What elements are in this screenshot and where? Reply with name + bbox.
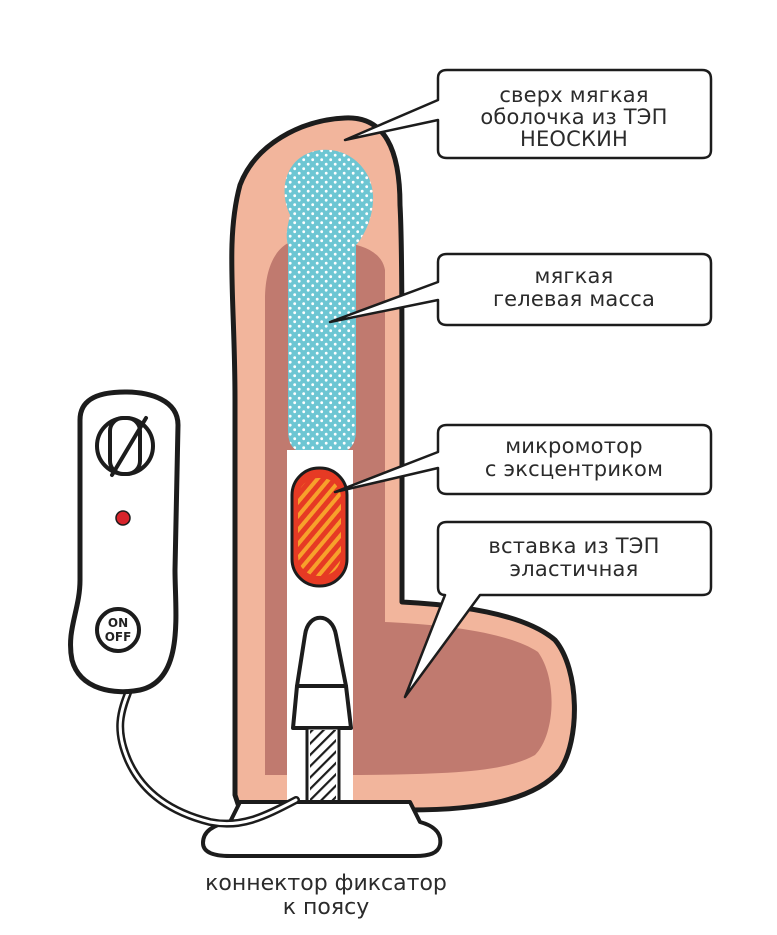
callout-insert-line-1: вставка из ТЭП [488, 534, 659, 558]
suction-base [201, 800, 443, 858]
callout-motor: микромотор с эксцентриком [333, 423, 713, 496]
on-off-button[interactable]: ON OFF [95, 607, 141, 653]
callout-insert-line-2: эластичная [510, 557, 639, 581]
callout-motor-line-2: с эксцентриком [485, 457, 663, 481]
speed-dial[interactable] [95, 416, 155, 477]
callout-shell-line-2: оболочка из ТЭП [480, 105, 667, 129]
remote-control [68, 389, 181, 695]
callout-shell-line-3: НЕОСКИН [520, 127, 628, 151]
callout-motor-line-1: микромотор [505, 434, 642, 458]
callout-gel-line-2: гелевая масса [493, 287, 655, 311]
micromotor-stripes [298, 478, 341, 576]
led-indicator [115, 510, 131, 526]
gel-dot-texture [284, 149, 374, 455]
on-label: ON [108, 616, 128, 630]
connector-plug-bottom [291, 684, 353, 730]
off-label: OFF [105, 630, 132, 644]
callout-shell-line-1: сверх мягкая [499, 83, 648, 107]
connector-plug-top [295, 615, 348, 688]
connector-caption-line-2: к поясу [283, 895, 369, 920]
callout-shell: сверх мягкая оболочка из ТЭП НЕОСКИН [343, 68, 713, 160]
callout-insert: вставка из ТЭП эластичная [403, 520, 713, 699]
callout-gel-line-1: мягкая [535, 264, 614, 288]
callout-gel: мягкая гелевая масса [328, 252, 713, 327]
connector-caption-line-1: коннектор фиксатор [205, 871, 447, 896]
